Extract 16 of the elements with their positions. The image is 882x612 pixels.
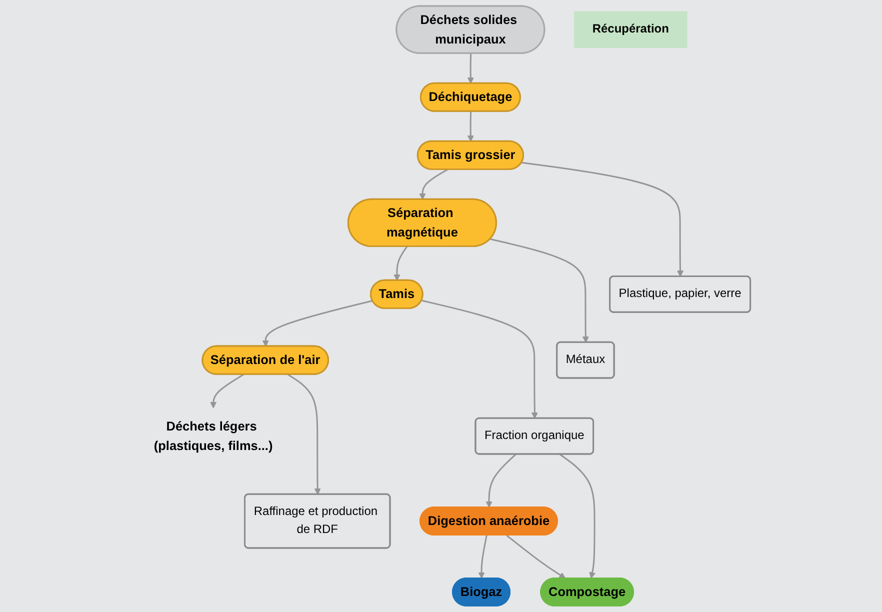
- arrow: [262, 300, 373, 347]
- node-text: Déchets légers (plastiques, films...): [154, 419, 273, 453]
- arrow: [467, 54, 474, 84]
- arrow: [506, 534, 566, 579]
- arrow: [419, 168, 448, 200]
- arrow: [478, 535, 488, 579]
- arrow: [210, 374, 244, 408]
- node-box: Récupération: [574, 11, 688, 48]
- arrow: [486, 454, 516, 508]
- arrow: [490, 238, 589, 343]
- arrow: [467, 112, 474, 142]
- arrow: [559, 454, 596, 579]
- arrow: [394, 246, 408, 281]
- arrow: [421, 300, 538, 419]
- arrow: [287, 374, 321, 495]
- arrow: [522, 162, 684, 277]
